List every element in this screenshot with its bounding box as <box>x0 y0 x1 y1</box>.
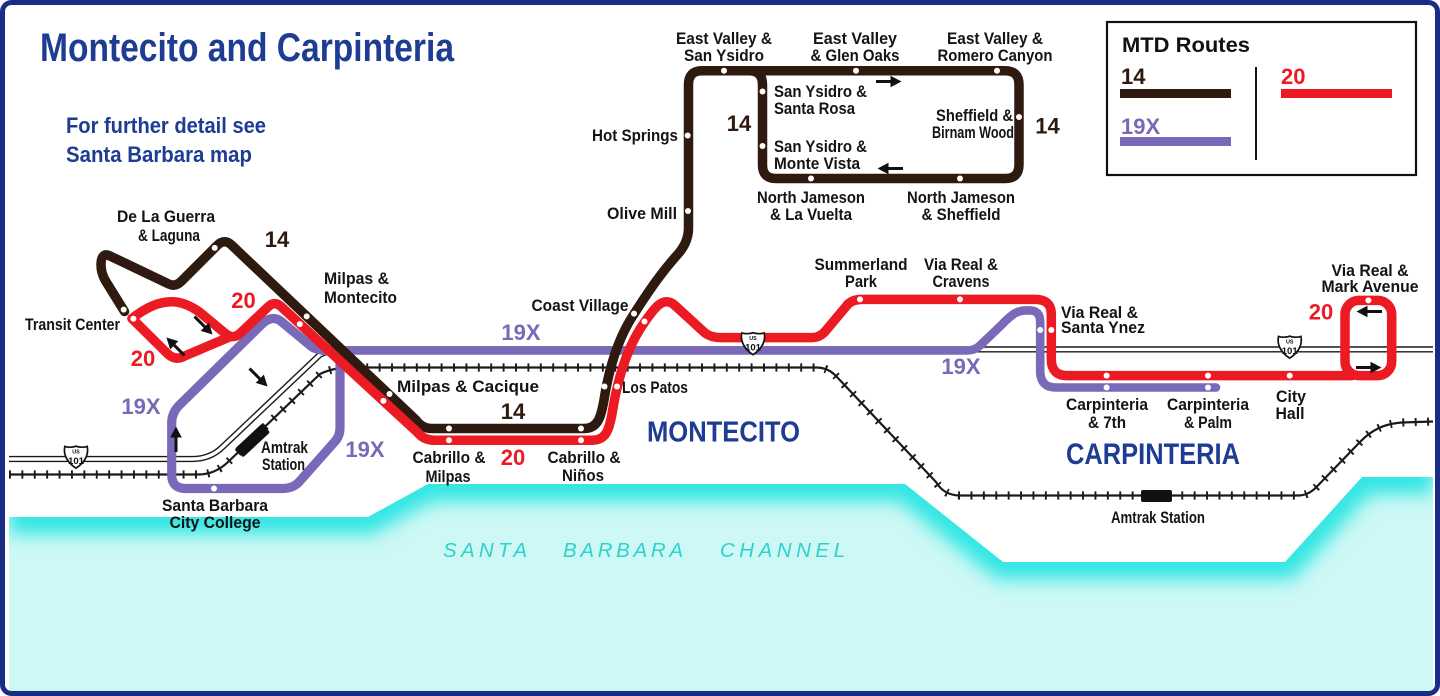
svg-text:Carpinteria: Carpinteria <box>1167 395 1249 414</box>
svg-text:Milpas &: Milpas & <box>324 269 389 288</box>
svg-text:Cravens: Cravens <box>933 272 990 291</box>
svg-text:North Jameson: North Jameson <box>757 188 865 207</box>
svg-text:19X: 19X <box>1121 114 1160 139</box>
svg-text:Via Real &: Via Real & <box>1332 261 1409 280</box>
svg-text:Cabrillo &: Cabrillo & <box>413 448 486 467</box>
svg-text:For further detail see: For further detail see <box>66 113 266 138</box>
svg-text:De La Guerra: De La Guerra <box>117 207 215 226</box>
svg-text:Los Patos: Los Patos <box>622 378 688 397</box>
svg-text:Olive Mill: Olive Mill <box>607 204 677 223</box>
svg-text:& 7th: & 7th <box>1088 413 1126 432</box>
svg-text:20: 20 <box>131 346 155 371</box>
svg-text:CHANNEL: CHANNEL <box>720 539 845 562</box>
svg-text:Monte Vista: Monte Vista <box>774 154 860 173</box>
svg-text:East Valley &: East Valley & <box>947 29 1043 48</box>
svg-text:Coast Village: Coast Village <box>532 296 629 315</box>
svg-text:20: 20 <box>501 445 525 470</box>
svg-text:SANTA: SANTA <box>443 539 527 562</box>
svg-text:20: 20 <box>231 288 255 313</box>
svg-text:Montecito and Carpinteria: Montecito and Carpinteria <box>40 26 455 70</box>
svg-text:Park: Park <box>845 272 877 291</box>
svg-text:19X: 19X <box>345 437 384 462</box>
svg-text:North Jameson: North Jameson <box>907 188 1015 207</box>
svg-text:Hot Springs: Hot Springs <box>592 126 678 145</box>
svg-text:Amtrak: Amtrak <box>261 438 308 457</box>
svg-text:MONTECITO: MONTECITO <box>647 417 800 449</box>
svg-text:Via Real &: Via Real & <box>1061 303 1138 322</box>
svg-text:Via Real &: Via Real & <box>924 255 998 274</box>
svg-text:& Sheffield: & Sheffield <box>922 205 1001 224</box>
svg-text:& La Vuelta: & La Vuelta <box>770 205 852 224</box>
svg-text:Mark Avenue: Mark Avenue <box>1322 277 1419 296</box>
svg-text:14: 14 <box>265 227 290 252</box>
svg-text:19X: 19X <box>941 354 980 379</box>
svg-text:20: 20 <box>1309 300 1333 325</box>
svg-text:Cabrillo &: Cabrillo & <box>548 448 621 467</box>
svg-text:& Laguna: & Laguna <box>138 226 200 245</box>
svg-text:City: City <box>1276 387 1307 406</box>
svg-text:14: 14 <box>1121 64 1146 89</box>
svg-text:14: 14 <box>727 111 752 136</box>
svg-text:East Valley &: East Valley & <box>676 29 772 48</box>
svg-text:Montecito: Montecito <box>324 288 397 307</box>
svg-text:20: 20 <box>1281 64 1305 89</box>
svg-text:Santa Barbara map: Santa Barbara map <box>66 142 252 167</box>
svg-text:Milpas & Cacique: Milpas & Cacique <box>397 377 539 396</box>
svg-text:19X: 19X <box>501 320 540 345</box>
svg-text:Station: Station <box>262 455 305 474</box>
svg-text:CARPINTERIA: CARPINTERIA <box>1066 438 1240 471</box>
svg-text:Romero Canyon: Romero Canyon <box>938 46 1053 65</box>
svg-text:14: 14 <box>1035 114 1060 139</box>
svg-text:Niños: Niños <box>562 466 604 485</box>
svg-text:San Ysidro &: San Ysidro & <box>774 137 867 156</box>
svg-text:San Ysidro: San Ysidro <box>684 46 764 65</box>
svg-text:14: 14 <box>501 399 526 424</box>
svg-text:& Palm: & Palm <box>1184 413 1232 432</box>
svg-text:& Glen Oaks: & Glen Oaks <box>811 46 900 65</box>
svg-text:East Valley: East Valley <box>813 29 898 48</box>
svg-text:MTD Routes: MTD Routes <box>1122 34 1250 57</box>
svg-text:Santa Ynez: Santa Ynez <box>1061 318 1145 337</box>
svg-text:Amtrak Station: Amtrak Station <box>1111 508 1205 527</box>
svg-text:Santa Barbara: Santa Barbara <box>162 496 268 515</box>
svg-text:Hall: Hall <box>1276 404 1305 423</box>
svg-text:City College: City College <box>170 513 261 532</box>
svg-text:San Ysidro &: San Ysidro & <box>774 82 867 101</box>
svg-text:19X: 19X <box>121 394 160 419</box>
svg-text:Sheffield &: Sheffield & <box>936 106 1013 125</box>
svg-text:Milpas: Milpas <box>426 467 471 486</box>
svg-text:Summerland: Summerland <box>815 255 908 274</box>
svg-text:Transit Center: Transit Center <box>25 315 120 334</box>
svg-text:Birnam Wood: Birnam Wood <box>932 123 1014 142</box>
svg-text:Santa Rosa: Santa Rosa <box>774 99 855 118</box>
svg-text:Carpinteria: Carpinteria <box>1066 395 1148 414</box>
svg-text:BARBARA: BARBARA <box>563 539 683 562</box>
